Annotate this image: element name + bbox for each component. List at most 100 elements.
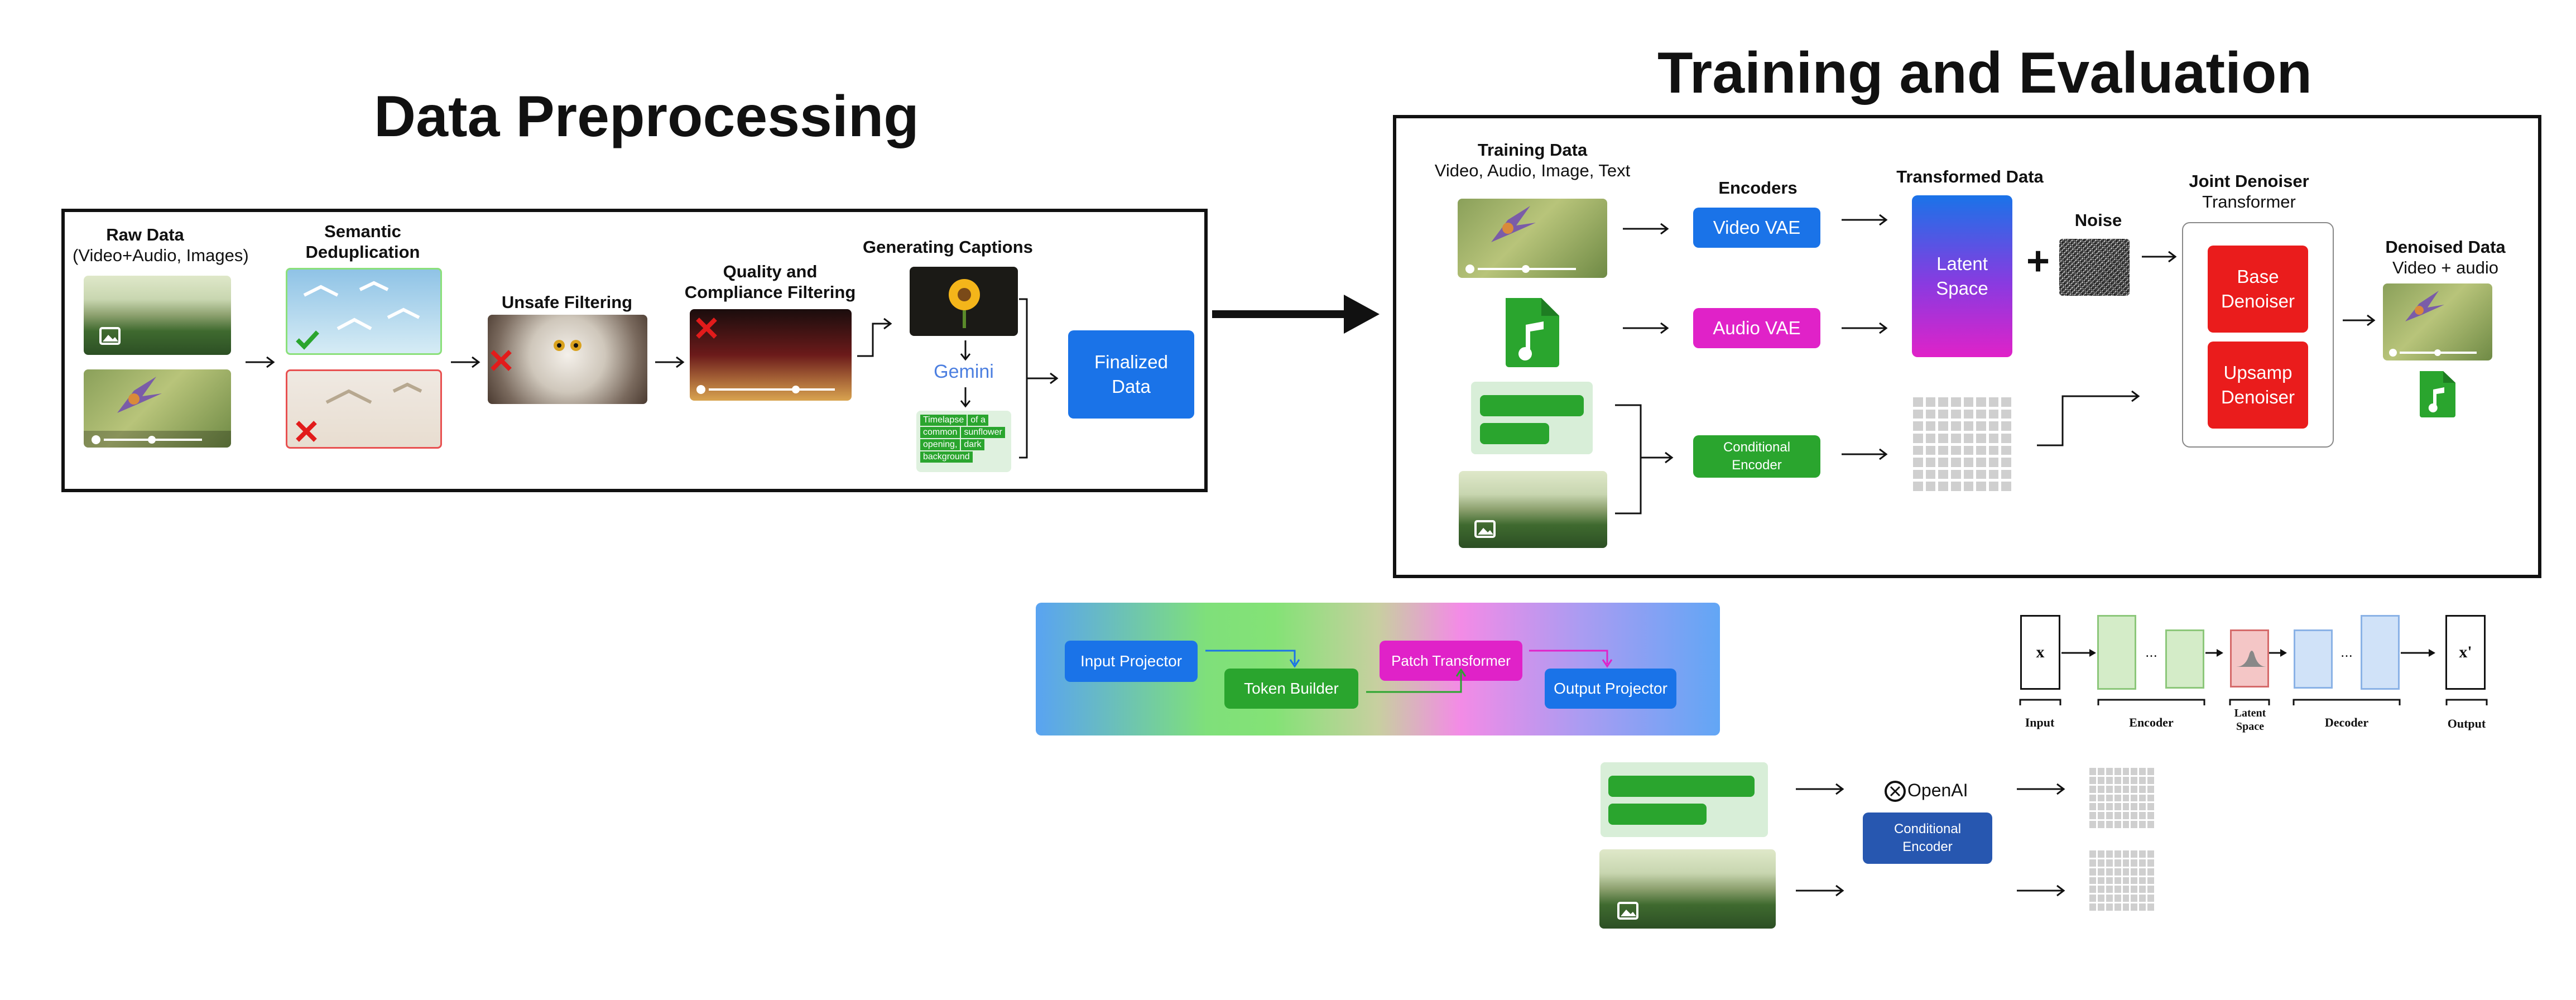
openai-brand: OpenAI xyxy=(1907,780,1968,800)
arrow-encoder-to-latent xyxy=(2205,649,2223,657)
openai-token-grid-2 xyxy=(2089,850,2154,911)
joint-denoiser-label: Joint Denoiser Transformer xyxy=(2189,171,2309,211)
ae-output-label: Output xyxy=(2447,717,2486,730)
arrow-quality-to-captions xyxy=(857,318,892,357)
arrow-patch-to-output xyxy=(1529,650,1613,668)
seagull-graphic xyxy=(325,382,422,404)
denoised-bird-video xyxy=(2383,283,2492,360)
caption-word: background xyxy=(920,451,973,463)
dedup-removed-image xyxy=(286,369,442,449)
audio-file-icon xyxy=(1506,298,1559,367)
encoders-title: Encoders xyxy=(1718,178,1798,198)
arrow-image-to-openai xyxy=(1796,884,1844,897)
arrow-noise-to-denoiser xyxy=(2142,251,2177,263)
caption-word: Timelapse xyxy=(920,415,967,426)
raw-data-label: Raw Data (Video+Audio, Images) xyxy=(73,224,249,266)
video-progress-icon xyxy=(2389,349,2477,357)
token-builder-box: Token Builder xyxy=(1224,669,1358,709)
video-progress-icon xyxy=(1465,265,1576,273)
latent-block xyxy=(2230,629,2269,688)
unsafe-filtering-label: Unsafe Filtering xyxy=(501,292,633,312)
encoder-block-2 xyxy=(2165,629,2204,689)
cross-icon xyxy=(491,350,512,371)
conditional-token-grid xyxy=(1913,397,2011,491)
check-icon xyxy=(296,330,319,350)
autoencoder-brackets xyxy=(2019,699,2488,705)
gemini-label: Gemini xyxy=(934,361,994,382)
autoencoder-output-box: x' xyxy=(2445,615,2486,690)
gaussian-icon xyxy=(2236,651,2266,667)
arrow-raw-to-dedup xyxy=(246,356,275,368)
raw-bird-video xyxy=(84,369,231,448)
semantic-dedup-label: Semantic Deduplication xyxy=(305,222,420,262)
training-data-label: Training Data Video, Audio, Image, Text xyxy=(1434,140,1631,180)
bracket-to-finalized xyxy=(1019,298,1059,459)
image-icon xyxy=(1617,902,1638,920)
quality-filtering-label: Quality and Compliance Filtering xyxy=(684,262,856,302)
noise-title: Noise xyxy=(2074,210,2122,230)
patch-transformer-box: Patch Transformer xyxy=(1380,641,1522,681)
ae-input-label: Input xyxy=(2025,715,2055,729)
audio-file-icon xyxy=(2420,371,2455,417)
plus-sign: + xyxy=(2026,239,2050,283)
openai-text-input-card xyxy=(1601,762,1768,837)
input-projector-box: Input Projector xyxy=(1065,641,1198,682)
big-arrow-to-training xyxy=(1212,295,1380,334)
arrow-gemini-to-caption xyxy=(960,387,971,408)
owl-eyes-graphic xyxy=(554,340,581,351)
sunflower-graphic xyxy=(949,279,980,328)
arrow-input-to-encoder xyxy=(2061,649,2096,657)
arrow-dedup-to-unsafe xyxy=(451,356,480,368)
right-section-title: Training and Evaluation xyxy=(1657,41,2313,105)
arrow-input-to-token xyxy=(1205,650,1300,668)
training-bird-video xyxy=(1458,199,1607,278)
image-icon xyxy=(99,327,121,345)
training-landscape-image xyxy=(1459,471,1607,548)
arrow-decoder-to-output xyxy=(2401,649,2435,657)
caption-word: of a xyxy=(968,415,988,426)
decoder-block-1 xyxy=(2294,629,2333,689)
ae-decoder-label: Decoder xyxy=(2324,715,2369,729)
raw-landscape-image xyxy=(84,276,231,355)
arrow-video-to-vae xyxy=(1623,223,1669,235)
bird-graphic xyxy=(1491,206,1536,242)
unsafe-owl-image xyxy=(488,315,647,404)
arrow-openai-to-grid-2 xyxy=(2017,884,2065,897)
arrow-tokens-to-denoiser xyxy=(2037,390,2140,446)
arrow-text-to-openai xyxy=(1796,783,1844,795)
arrow-openai-to-grid-1 xyxy=(2017,783,2065,795)
encoder-block-1 xyxy=(2097,615,2136,690)
caption-word: sunflower xyxy=(961,427,1005,438)
image-icon xyxy=(1474,520,1496,538)
caption-word: common xyxy=(920,427,960,438)
arrow-audio-vae-to-latent xyxy=(1842,322,1888,334)
output-projector-box: Output Projector xyxy=(1545,669,1676,709)
arrow-unsafe-to-quality xyxy=(655,356,685,368)
denoised-data-label: Denoised Data Video + audio xyxy=(2385,237,2506,277)
cross-icon xyxy=(696,318,717,339)
video-progress-icon xyxy=(92,435,202,444)
openai-landscape-image xyxy=(1599,849,1776,929)
encoder-dots: ... xyxy=(2145,643,2157,660)
noise-image xyxy=(2059,239,2130,296)
openai-token-grid-1 xyxy=(2089,768,2154,828)
dedup-kept-image xyxy=(286,268,442,355)
decoder-dots: ... xyxy=(2340,643,2353,660)
caption-word: dark xyxy=(961,439,984,450)
raw-data-title: Raw Data xyxy=(106,225,184,244)
arrow-image-to-gemini xyxy=(960,340,971,361)
arrow-denoiser-to-output xyxy=(2343,314,2376,326)
audio-vae-box: Audio VAE xyxy=(1693,308,1820,348)
quality-concert-video xyxy=(690,309,852,401)
arrow-token-to-patch xyxy=(1366,668,1467,693)
video-progress-icon xyxy=(696,385,835,394)
video-vae-box: Video VAE xyxy=(1693,208,1820,248)
transformed-data-title: Transformed Data xyxy=(1896,167,2044,186)
